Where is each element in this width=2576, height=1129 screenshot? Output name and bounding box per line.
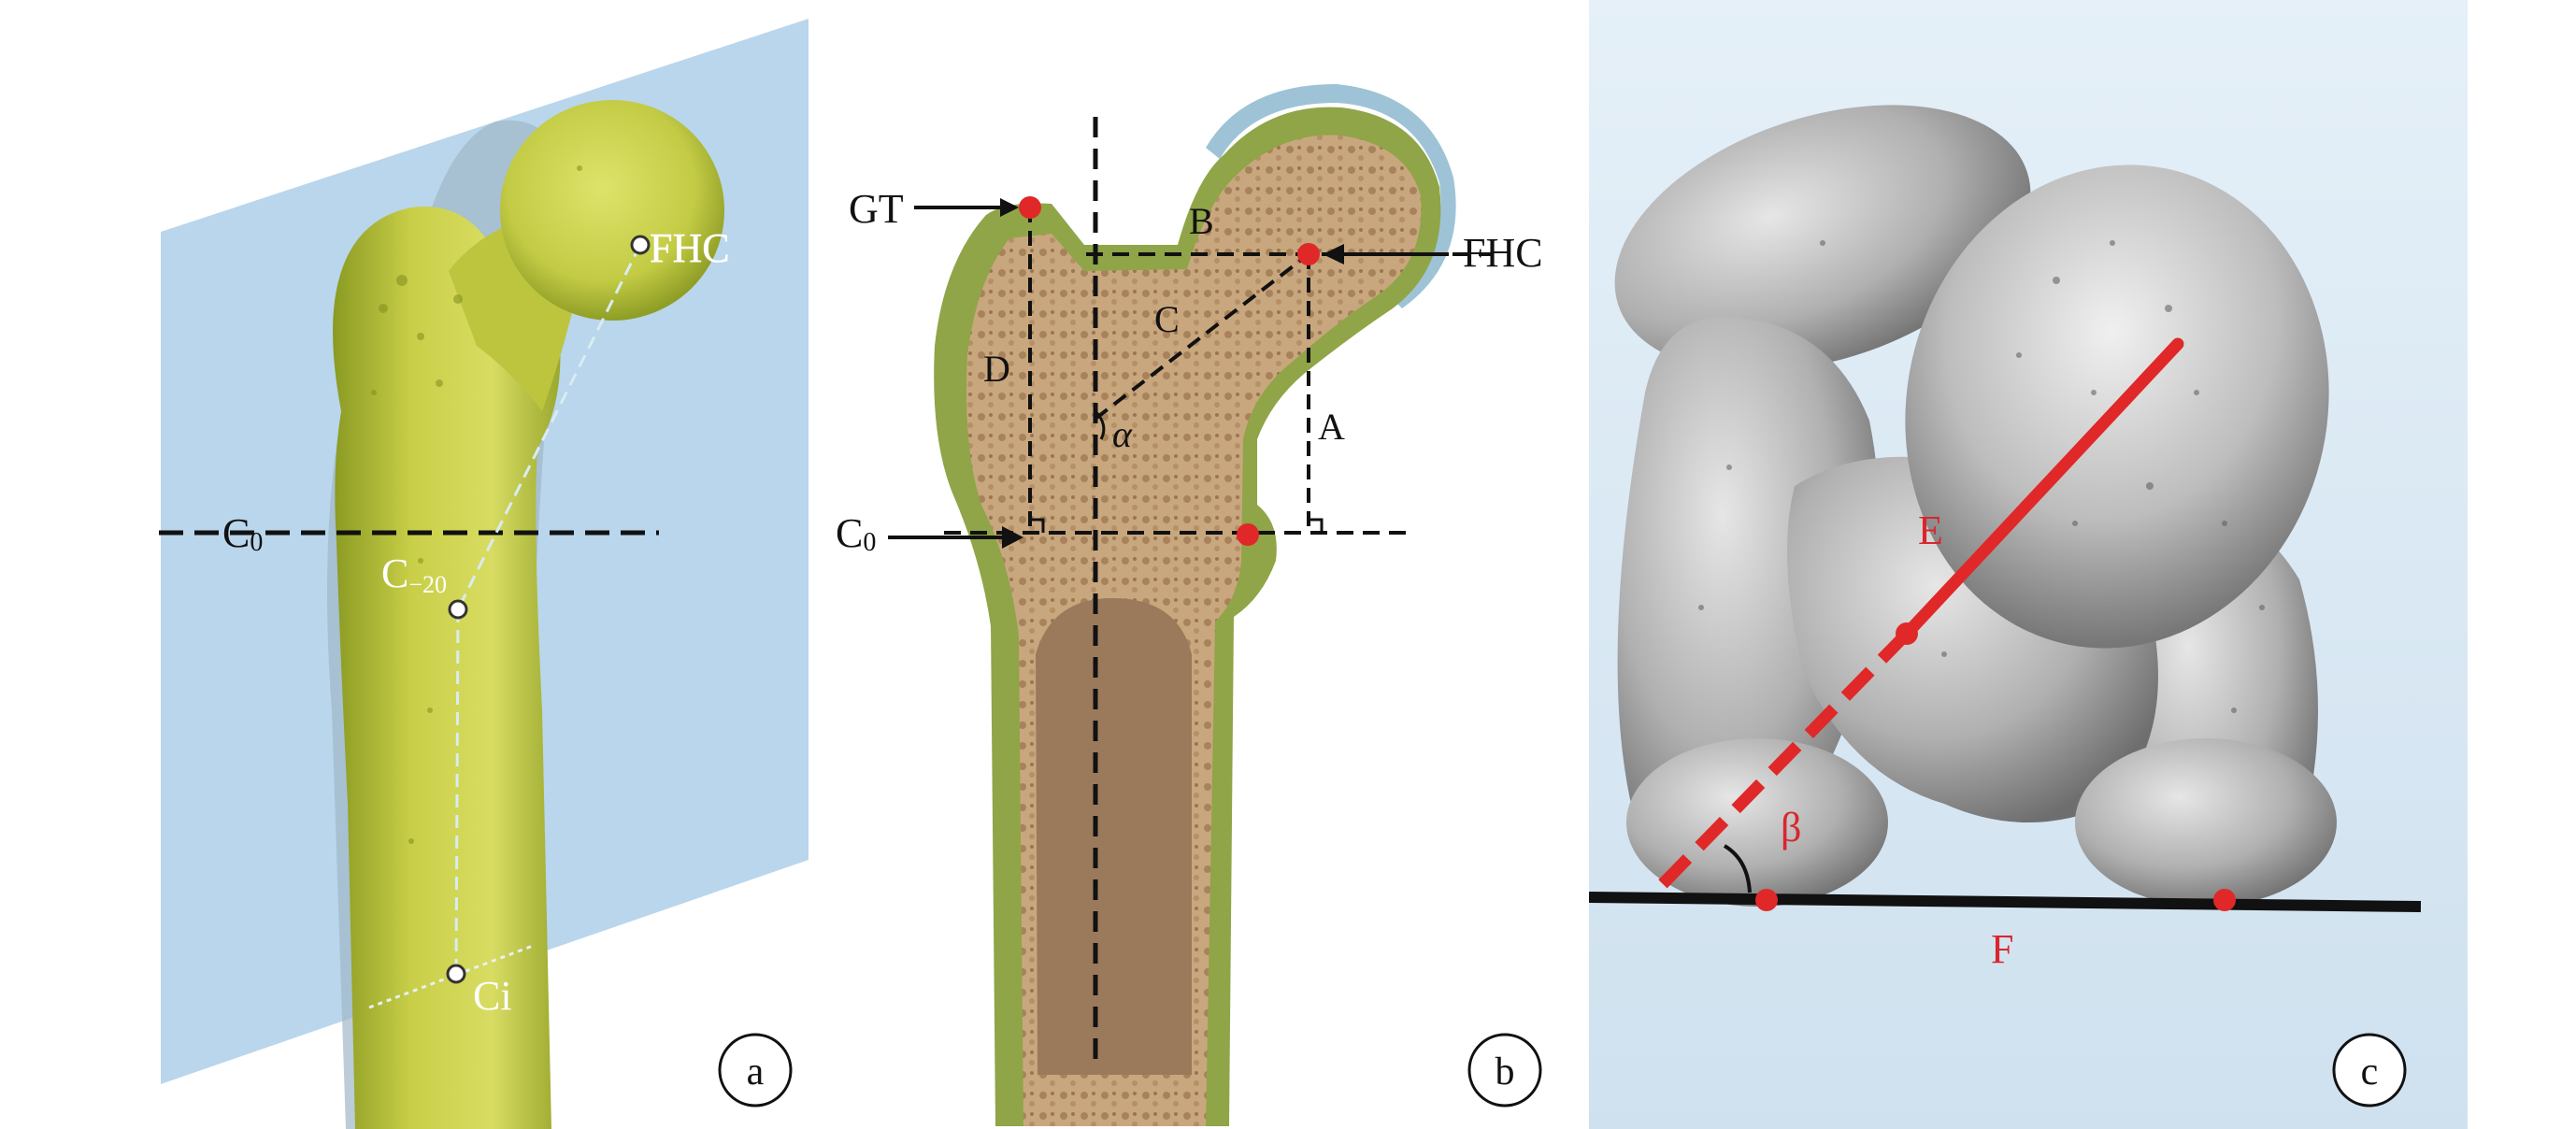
- c-20-label: C−20: [381, 550, 447, 598]
- medullary-canal: [1036, 598, 1192, 1075]
- panel-a-badge: [718, 1033, 793, 1108]
- right-angle-a: [1309, 518, 1324, 533]
- alpha-label: α: [1112, 413, 1133, 455]
- lateral-condyle: [1617, 317, 1881, 879]
- fhc-label-b: FHC: [1463, 230, 1543, 276]
- panel-c-canvas: E β F c: [1589, 0, 2468, 1129]
- ci-label: Ci: [473, 973, 512, 1019]
- panel-b-canvas: GT FHC C0 B C D A α b: [836, 84, 1543, 1127]
- c0-marker: [1237, 523, 1259, 546]
- beta-arc: [1723, 844, 1752, 893]
- gt-marker: [1019, 196, 1041, 219]
- lower-right-lobe: [2075, 738, 2337, 907]
- cancellous-bone: [966, 135, 1422, 1127]
- surface-pits: [1698, 240, 2265, 713]
- c-20-point: [448, 599, 468, 620]
- lower-left-lobe: [1626, 738, 1888, 907]
- f-label: F: [1991, 926, 2013, 972]
- alpha-arc: [1094, 409, 1106, 440]
- b-label: B: [1189, 200, 1214, 242]
- fhc-label: FHC: [650, 225, 730, 271]
- c-label: C: [1154, 298, 1180, 340]
- condyle-top: [1614, 105, 2031, 372]
- condylar-baseline: [1589, 892, 2422, 912]
- panel-a-femur-3d: FHC C0 C−20 Ci a: [140, 0, 837, 1129]
- neck-axis-extension: [1650, 629, 1911, 897]
- right-angle-d: [1030, 518, 1045, 533]
- fhc-point: [630, 235, 651, 255]
- panel-c-badge: [2332, 1033, 2407, 1108]
- neck-axis-line: [456, 244, 642, 610]
- c0-label: C0: [222, 510, 263, 557]
- fhc-arrowhead: [1323, 244, 1344, 264]
- a-label: A: [1318, 406, 1345, 448]
- gt-arrowhead: [1000, 198, 1019, 217]
- beta-label: β: [1781, 805, 1801, 850]
- panel-c-badge-label: c: [2361, 1050, 2379, 1093]
- panel-b-badge-label: b: [1496, 1050, 1515, 1093]
- femur-shaft: [333, 206, 561, 1129]
- panel-a-canvas: FHC C0 C−20 Ci a: [159, 19, 809, 1129]
- femoral-head: [500, 100, 724, 321]
- panel-b-badge: [1467, 1033, 1542, 1108]
- e-midpoint-marker: [1896, 622, 1918, 645]
- panel-b-femur-section: GT FHC C0 B C D A α b: [832, 0, 1598, 1129]
- ci-point: [446, 964, 466, 984]
- panel-a-badge-label: a: [747, 1050, 765, 1093]
- gt-label: GT: [849, 186, 904, 232]
- f-right-marker: [2213, 889, 2236, 911]
- c0-label-b: C0: [836, 510, 876, 557]
- e-label: E: [1918, 507, 1943, 553]
- panel-c-distal-femur: E β F c: [1589, 0, 2468, 1129]
- f-left-marker: [1755, 889, 1778, 911]
- c0-arrowhead: [1002, 526, 1023, 549]
- neck-axis-e: [1900, 337, 2184, 640]
- d-label: D: [983, 348, 1010, 390]
- neck-axis: [1094, 252, 1310, 421]
- fhc-marker: [1297, 243, 1320, 265]
